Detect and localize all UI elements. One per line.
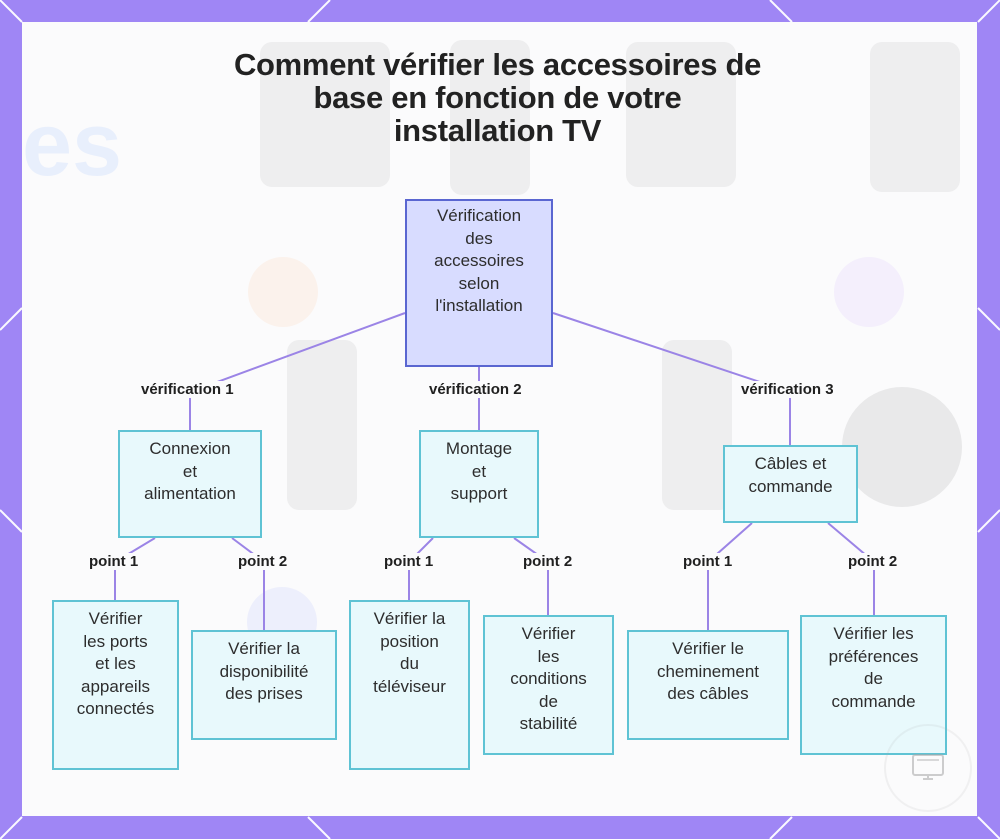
connector-root-branch-1 xyxy=(189,312,406,430)
faded-background-shape xyxy=(287,340,357,510)
node-connexion-alimentation: Connexion et alimentation xyxy=(118,430,262,538)
node-verifier-stabilite: Vérifier les conditions de stabilité xyxy=(483,615,614,755)
edge-label-branch-2-point-2: point 2 xyxy=(522,553,574,570)
node-montage-support: Montage et support xyxy=(419,430,539,538)
faded-background-shape xyxy=(870,42,960,192)
root-node: Vérification des accessoires selon l'ins… xyxy=(405,199,553,367)
node-cables-commande: Câbles et commande xyxy=(723,445,858,523)
edge-label-branch-1-point-1: point 1 xyxy=(88,553,140,570)
node-verifier-ports: Vérifier les ports et les appareils conn… xyxy=(52,600,179,770)
connector-branch-1-child-2 xyxy=(231,537,265,630)
node-verifier-prises: Vérifier la disponibilité des prises xyxy=(191,630,337,740)
diagram-title: Comment vérifier les accessoires de base… xyxy=(233,47,762,148)
faded-background-circle xyxy=(248,257,318,327)
connector-branch-2-child-2 xyxy=(513,537,549,615)
edge-label-branch-3-point-2: point 2 xyxy=(847,553,899,570)
edge-label-branch-3-point-1: point 1 xyxy=(682,553,734,570)
faded-background-shape xyxy=(260,42,390,187)
faded-background-logo: es xyxy=(22,95,123,195)
tv-badge xyxy=(884,724,972,812)
faded-background-circle xyxy=(834,257,904,327)
connector-root-branch-3 xyxy=(552,312,791,445)
tv-badge-icon xyxy=(912,754,944,780)
edge-label-branch-2-point-1: point 1 xyxy=(383,553,435,570)
node-verifier-position: Vérifier la position du téléviseur xyxy=(349,600,470,770)
edge-label-verification-1: vérification 1 xyxy=(140,381,235,398)
edge-label-branch-1-point-2: point 2 xyxy=(237,553,289,570)
node-verifier-cables: Vérifier le cheminement des câbles xyxy=(627,630,789,740)
connector-branch-3-child-1 xyxy=(707,522,753,630)
edge-label-verification-3: vérification 3 xyxy=(740,381,835,398)
faded-background-shape xyxy=(450,40,530,195)
faded-background-circle xyxy=(842,387,962,507)
faded-background-shape xyxy=(626,42,736,187)
edge-label-verification-2: vérification 2 xyxy=(428,381,523,398)
